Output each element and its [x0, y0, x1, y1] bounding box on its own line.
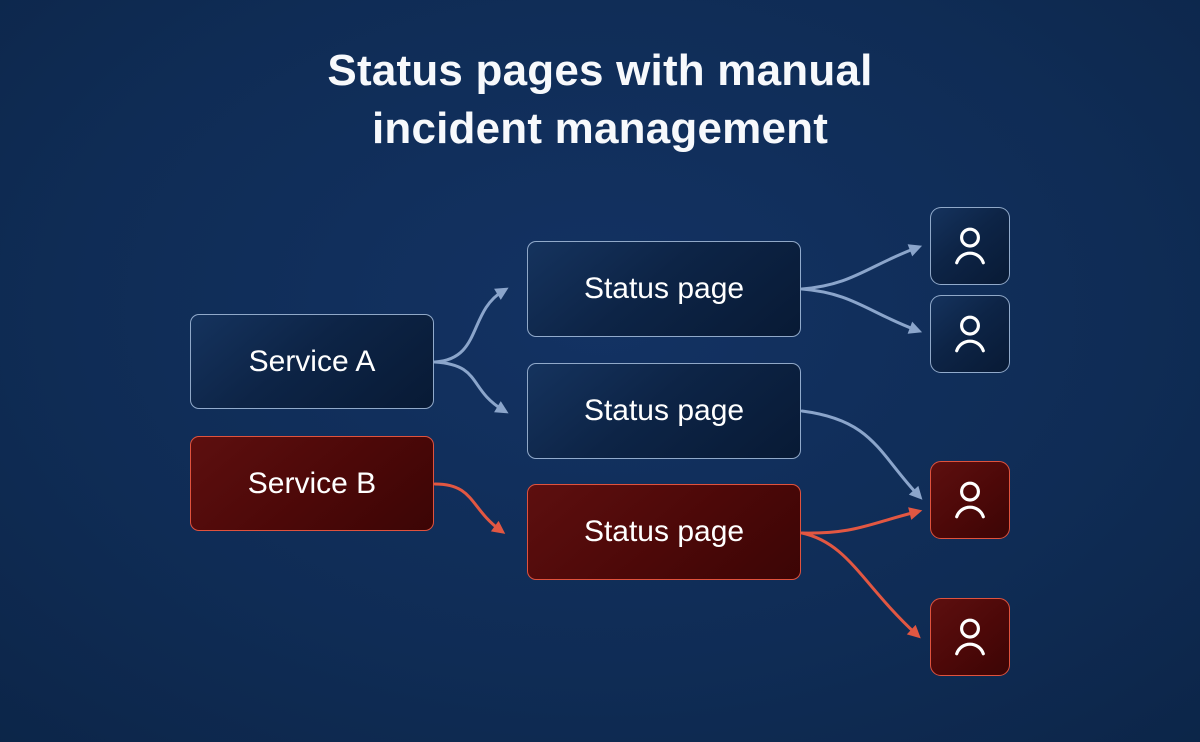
- user-icon: [955, 481, 985, 519]
- arrow-status-page-1-to-user-1: [800, 244, 923, 291]
- arrow-status-page-3-to-user-3: [800, 507, 923, 535]
- user-icon: [955, 315, 985, 353]
- service-b-node: Service B: [190, 436, 434, 531]
- diagram-title: Status pages with manual incident manage…: [0, 42, 1200, 158]
- user-1-node: [930, 207, 1010, 285]
- title-line-2: incident management: [371, 104, 829, 153]
- arrow-service-b-to-status-page-3: [433, 482, 506, 534]
- user-icon: [955, 227, 985, 265]
- user-4-node: [930, 598, 1010, 676]
- service-a-label: Service A: [248, 344, 376, 378]
- status-page-2-label: Status page: [583, 394, 745, 427]
- status-page-3-node: Status page: [527, 484, 801, 580]
- arrow-status-page-1-to-user-2: [800, 287, 923, 334]
- arrow-service-a-to-status-page-2: [433, 360, 509, 414]
- service-b-label: Service B: [247, 466, 377, 500]
- user-3-node: [930, 461, 1010, 539]
- status-page-3-label: Status page: [583, 515, 745, 548]
- arrow-status-page-2-to-user-3: [800, 409, 923, 500]
- title-line-1: Status pages with manual: [327, 46, 873, 95]
- service-a-node: Service A: [190, 314, 434, 409]
- status-page-1-label: Status page: [583, 272, 745, 305]
- status-page-1-node: Status page: [527, 241, 801, 337]
- arrow-status-page-3-to-user-4: [800, 531, 921, 639]
- arrow-service-a-to-status-page-1: [433, 287, 509, 364]
- user-icon: [955, 618, 985, 656]
- user-2-node: [930, 295, 1010, 373]
- status-page-2-node: Status page: [527, 363, 801, 459]
